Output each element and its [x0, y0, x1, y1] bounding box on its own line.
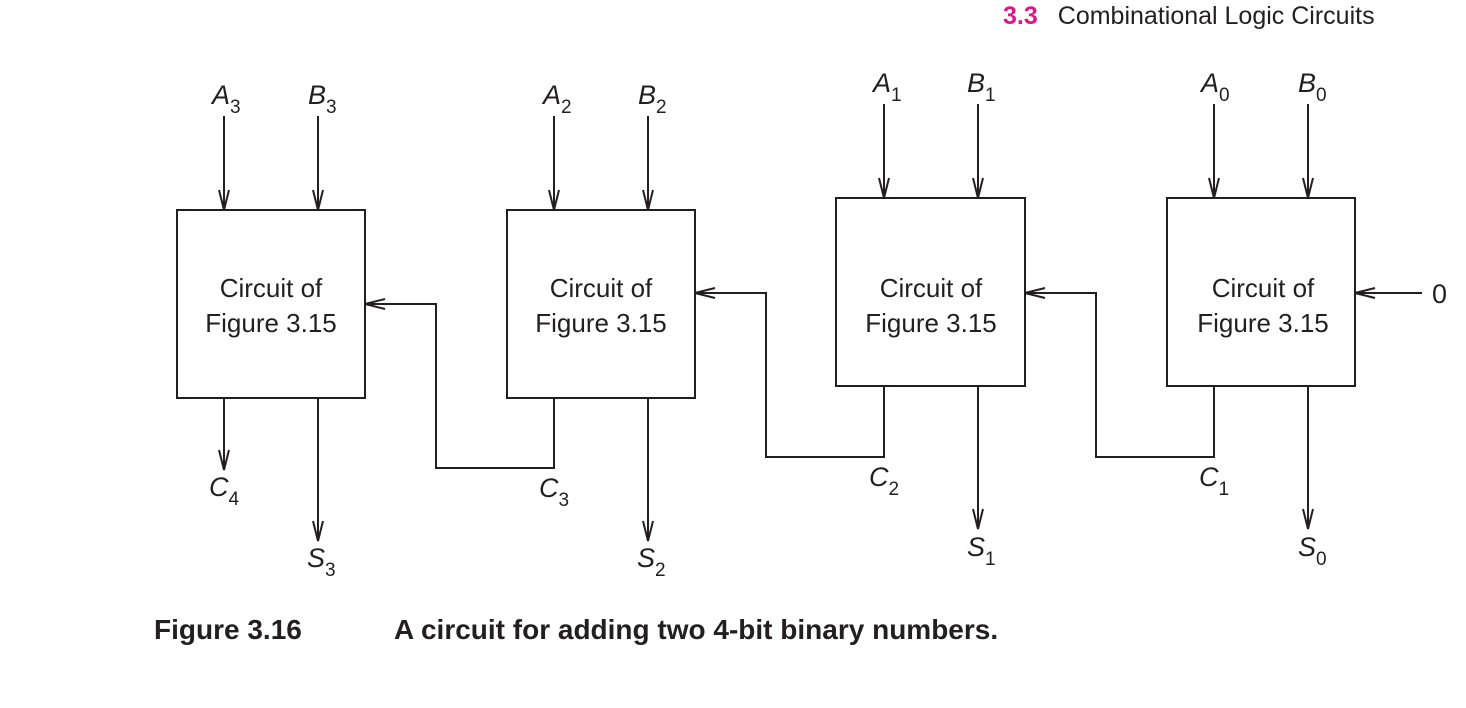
arrowhead-carry-in: [1354, 287, 1376, 299]
adder-diagram: Circuit of Figure 3.15 Circuit of Figure…: [176, 68, 1447, 581]
label-s3: S3: [307, 543, 336, 581]
label-s0: S0: [1298, 532, 1327, 570]
adder-stage-1: Circuit of Figure 3.15: [835, 197, 1026, 387]
wire-c3: [365, 303, 555, 469]
wire-c1: [1025, 292, 1215, 458]
label-b3: B3: [308, 80, 337, 118]
adder-stage-2: Circuit of Figure 3.15: [506, 209, 696, 399]
label-c2: C2: [869, 462, 899, 500]
arrowhead-c1: [1024, 287, 1046, 299]
arrowhead-s0: [1302, 508, 1314, 530]
wire-c2: [695, 292, 885, 458]
section-header: 3.3 Combinational Logic Circuits: [1003, 0, 1466, 34]
label-c3: C3: [539, 473, 569, 511]
label-b1: B1: [967, 68, 996, 106]
label-b2: B2: [638, 80, 667, 118]
box-label-line1: Circuit of: [880, 273, 983, 303]
label-b0: B0: [1298, 68, 1327, 106]
arrowhead-b3: [312, 189, 324, 211]
label-s1: S1: [967, 532, 996, 570]
arrowhead-a1: [878, 177, 890, 199]
arrowhead-s3: [312, 520, 324, 542]
arrowhead-s2: [642, 520, 654, 542]
caption-text: A circuit for adding two 4-bit binary nu…: [394, 614, 999, 645]
box-label-line1: Circuit of: [550, 273, 653, 303]
box-label-line2: Figure 3.15: [865, 308, 997, 338]
arrowhead-s1: [972, 508, 984, 530]
label-c4: C4: [209, 472, 240, 510]
label-s2: S2: [637, 543, 666, 581]
label-a0: A0: [1199, 68, 1230, 106]
arrowhead-b1: [972, 177, 984, 199]
section-title: Combinational Logic Circuits: [1057, 2, 1375, 30]
box-label-line2: Figure 3.15: [205, 308, 337, 338]
arrowhead-c2: [694, 287, 716, 299]
label-carry-in: 0: [1432, 279, 1447, 309]
arrowhead-b2: [642, 189, 654, 211]
adder-box-3: [176, 209, 366, 399]
caption-label: Figure 3.16: [154, 614, 302, 645]
label-a3: A3: [210, 80, 241, 118]
label-a1: A1: [871, 68, 902, 106]
arrowhead-a0: [1208, 177, 1220, 199]
adder-stage-3: Circuit of Figure 3.15: [176, 209, 366, 399]
arrowhead-c3: [364, 298, 386, 310]
arrowhead-a2: [548, 189, 560, 211]
box-label-line1: Circuit of: [220, 273, 323, 303]
label-c1: C1: [1199, 462, 1229, 500]
arrowhead-c4: [218, 449, 230, 471]
box-label-line2: Figure 3.15: [1197, 308, 1329, 338]
label-a2: A2: [541, 80, 572, 118]
box-label-line1: Circuit of: [1212, 273, 1315, 303]
arrowhead-b0: [1302, 177, 1314, 199]
section-number: 3.3: [1003, 2, 1038, 30]
figure-caption: Figure 3.16 A circuit for adding two 4-bi…: [154, 614, 998, 646]
box-label-line2: Figure 3.15: [535, 308, 667, 338]
arrowhead-a3: [218, 189, 230, 211]
adder-box-2: [506, 209, 696, 399]
adder-stage-0: Circuit of Figure 3.15: [1166, 197, 1356, 387]
